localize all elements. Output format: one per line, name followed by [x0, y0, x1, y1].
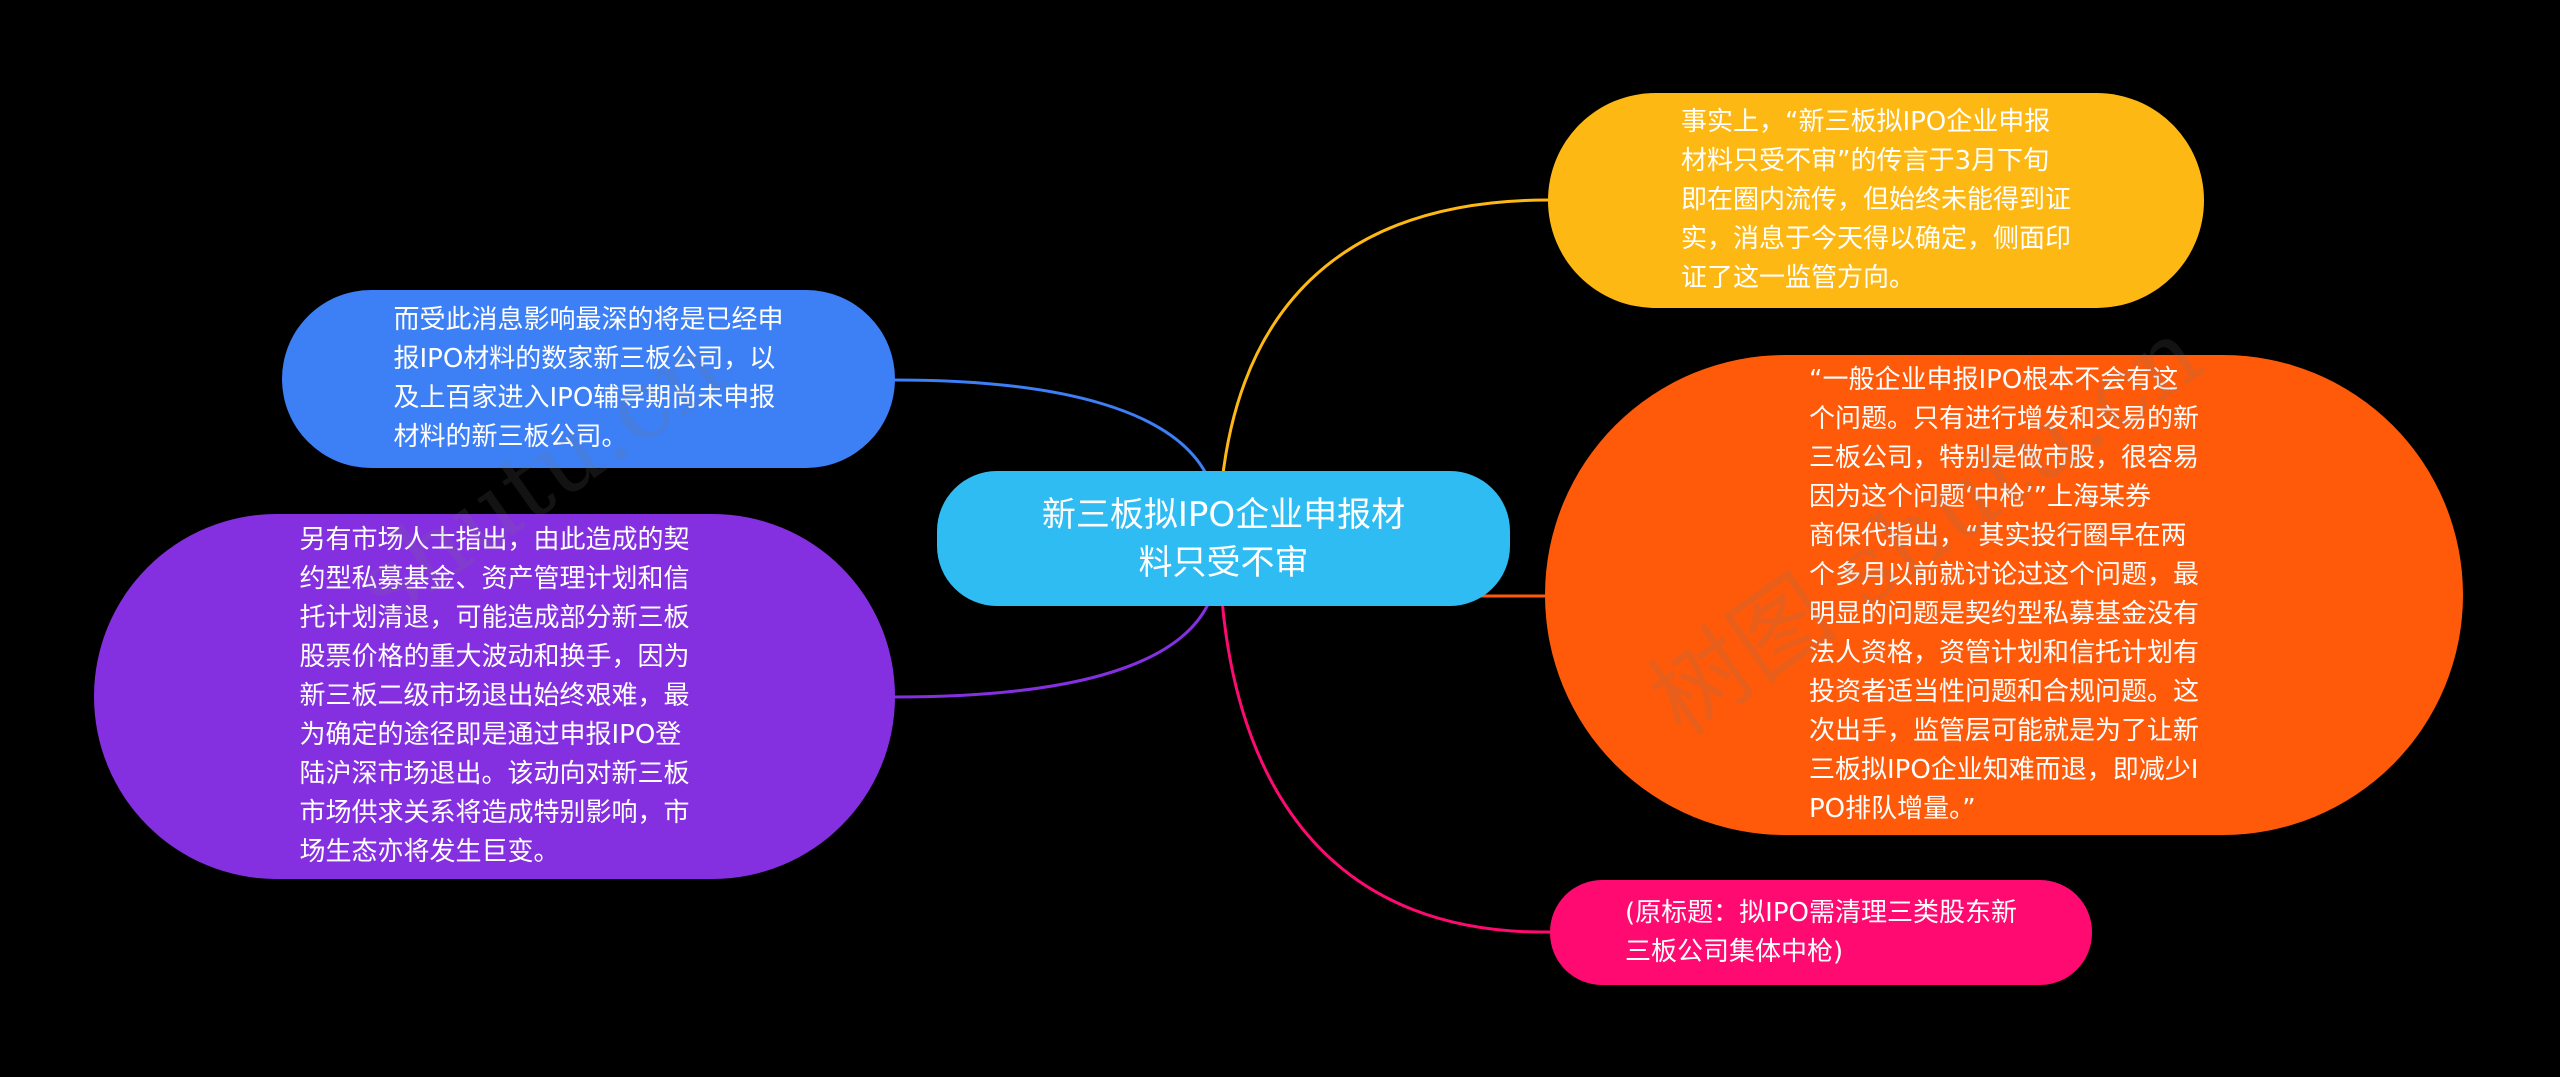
topic-text-bottom-right: (原标题：拟IPO需清理三类股东新 三板公司集体中枪) [1625, 897, 2017, 967]
topic-text-top-right: 事实上，“新三板拟IPO企业申报 材料只受不审”的传言于3月下旬 即在圈内流传，… [1680, 107, 2071, 293]
connector-top-right [1220, 198, 1549, 483]
connector-bottom-right [1220, 599, 1551, 934]
connector-bottom-left [894, 599, 1212, 699]
topic-node-mid-right[interactable]: “一般企业申报IPO根本不会有这 个问题。只有进行增发和交易的新 三板公司，特别… [1545, 355, 2463, 835]
topic-node-top-right[interactable]: 事实上，“新三板拟IPO企业申报 材料只受不审”的传言于3月下旬 即在圈内流传，… [1548, 93, 2204, 308]
topic-text-mid-right: “一般企业申报IPO根本不会有这 个问题。只有进行增发和交易的新 三板公司，特别… [1808, 365, 2199, 824]
topic-node-top-left[interactable]: 而受此消息影响最深的将是已经申 报IPO材料的数家新三板公司，以 及上百家进入I… [282, 290, 895, 468]
topic-node-bottom-left[interactable]: 另有市场人士指出，由此造成的契 约型私募基金、资产管理计划和信 托计划清退，可能… [94, 514, 895, 879]
topic-node-bottom-right[interactable]: (原标题：拟IPO需清理三类股东新 三板公司集体中枪) [1550, 880, 2092, 985]
connector-top-left [894, 378, 1212, 483]
topic-text-bottom-left: 另有市场人士指出，由此造成的契 约型私募基金、资产管理计划和信 托计划清退，可能… [299, 525, 690, 867]
center-topic-text: 新三板拟IPO企业申报材 料只受不审 [1041, 494, 1406, 583]
center-topic-node[interactable]: 新三板拟IPO企业申报材 料只受不审 [937, 471, 1510, 606]
topic-text-top-left: 而受此消息影响最深的将是已经申 报IPO材料的数家新三板公司，以 及上百家进入I… [393, 305, 784, 452]
